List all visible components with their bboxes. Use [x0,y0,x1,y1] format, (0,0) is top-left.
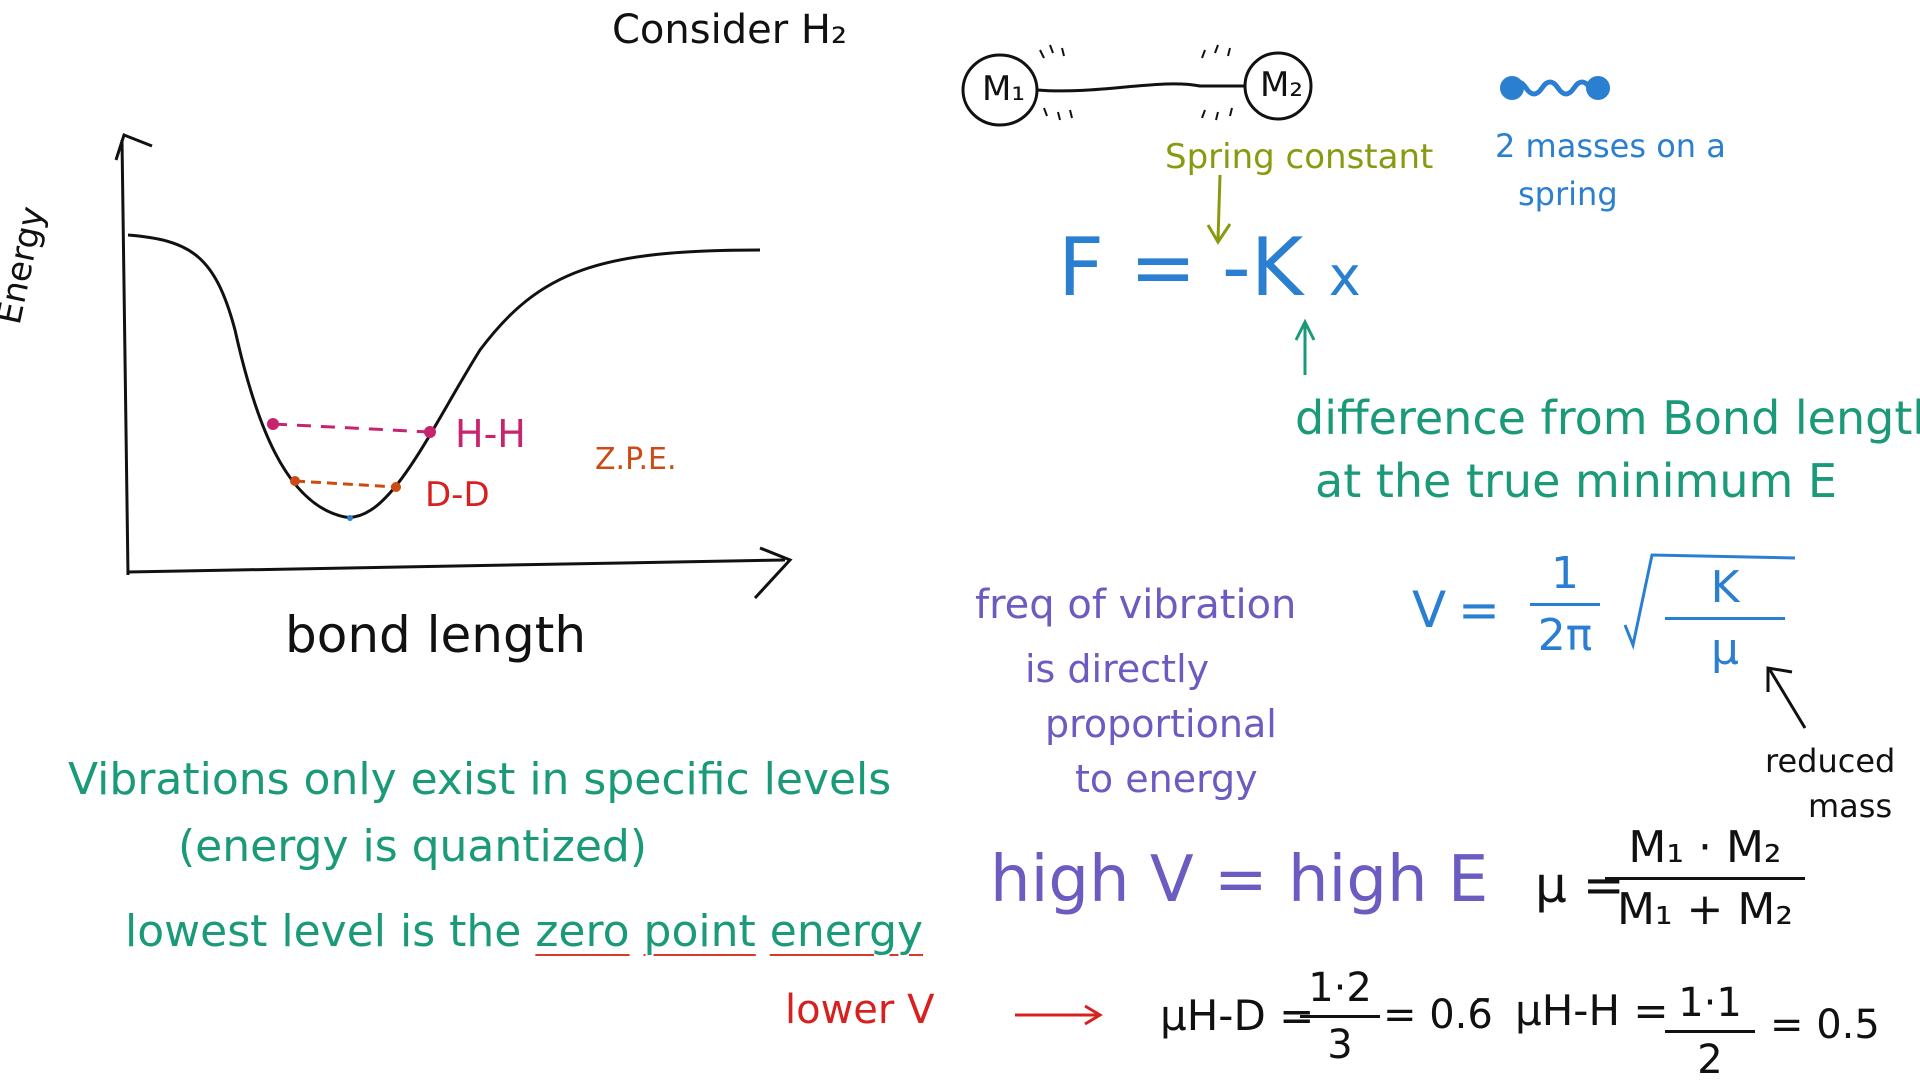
potential-energy-curve [127,233,761,519]
spring-constant-arrowhead [1206,223,1232,245]
lower-v-arrow [1015,1004,1103,1026]
prefactor-bar [1530,603,1600,606]
hooke-neg-k: -K [1221,221,1304,314]
note-quantized-line2: (energy is quantized) [178,821,648,872]
reduced-mass-fraction: M₁ · M₂ M₁ + M₂ [1605,822,1805,935]
hooke-f: F [1058,221,1105,314]
mu-hd-numerator: 1·2 [1308,965,1372,1011]
reduced-mass-numerator: M₁ · M₂ [1628,822,1782,873]
two-masses-label-line1: 2 masses on a [1495,127,1726,165]
freq-note-line1: freq of vibration [975,582,1297,628]
mu-hh-result: = 0.5 [1770,1002,1880,1048]
reduced-mass-label-line1: reduced [1765,742,1896,780]
prefactor-numerator: 1 [1551,548,1579,599]
note-energy: energy [769,906,924,957]
frequency-nu: V [1412,581,1447,639]
mu-hh-label: μH-H = [1515,986,1669,1035]
spring-constant-label: Spring constant [1165,137,1434,177]
prefactor-denominator: 2π [1537,610,1593,661]
x-axis [127,558,786,574]
mu-hd-label: μH-D = [1160,991,1315,1040]
hh-level-point-right [424,426,436,438]
mu-hd-fraction: 1·2 3 [1300,965,1380,1068]
reduced-mass-denominator: M₁ + M₂ [1616,884,1794,935]
hooke-equation: F = -K x [1058,228,1361,308]
sqrt-fraction-bar [1665,617,1785,620]
mass-2-label: M₂ [1260,65,1303,105]
hh-level-label: H-H [455,412,526,456]
sqrt-numerator-k: K [1710,562,1740,613]
reduced-mass-arrow [1766,666,1807,729]
mu-hh-bar [1665,1030,1755,1033]
blue-mass-2 [1586,76,1610,100]
sqrt-fraction: K μ [1665,562,1785,675]
dd-level-point-left [290,476,300,486]
freq-note-line2: is directly [1025,647,1210,691]
frequency-prefactor: 1 2π [1530,548,1600,661]
hh-level-point-left [267,418,279,430]
reduced-mass-bar [1605,877,1805,880]
reduced-mass-label-line2: mass [1808,787,1893,825]
dd-level-label: D-D [425,475,490,515]
hooke-x: x [1328,245,1361,308]
hh-level-line [272,422,431,434]
note-lower-v: lower V [785,987,935,1033]
blue-mass-1 [1500,76,1524,100]
mu-hd-bar [1300,1015,1380,1018]
blue-spring-icon [1507,79,1593,97]
mass-1-label: M₁ [982,69,1025,109]
y-axis [120,139,130,576]
displacement-note-line1: difference from Bond length [1295,391,1920,445]
freq-note-line4: to energy [1075,757,1258,801]
dd-level-point-right [391,482,401,492]
high-freq-high-energy: high V = high E [990,843,1489,917]
note-zero: zero [535,906,630,957]
frequency-equals: = [1458,581,1500,639]
y-axis-arrowhead [114,133,153,161]
mu-hh-numerator: 1·1 [1678,980,1742,1026]
note-quantized-line1: Vibrations only exist in specific levels [68,754,892,805]
reduced-mass-mu: μ = [1535,856,1625,914]
sqrt-denominator-mu: μ [1711,624,1739,675]
two-masses-label-line2: spring [1518,175,1618,213]
mu-hd-result: = 0.6̄ [1383,992,1493,1038]
mu-hd-denominator: 3 [1327,1022,1353,1068]
freq-note-line3: proportional [1045,702,1277,746]
sqrt-sign [1623,553,1796,651]
displacement-note-line2: at the true minimum E [1315,454,1837,508]
spring-constant-arrow [1216,174,1222,241]
note-point: point [643,906,756,957]
page-title: Consider H₂ [612,7,847,53]
vibration-marks-right [1201,44,1233,121]
spring-bond [1036,82,1245,93]
x-pointer-arrow [1294,318,1316,375]
note-lowest-level: lowest level is the [125,906,522,957]
mu-hh-fraction: 1·1 2 [1665,980,1755,1083]
mu-hh-denominator: 2 [1697,1037,1723,1083]
graph-x-label: bond length [285,606,587,664]
dd-level-line [294,479,397,489]
zpe-label: Z.P.E. [595,442,677,477]
hooke-equals: = [1129,221,1197,314]
curve-minimum-point [347,515,353,521]
vibration-marks-left [1039,44,1073,121]
note-zero-point: lowest level is the zero point energy [125,910,923,954]
x-axis-arrowhead [753,546,793,600]
